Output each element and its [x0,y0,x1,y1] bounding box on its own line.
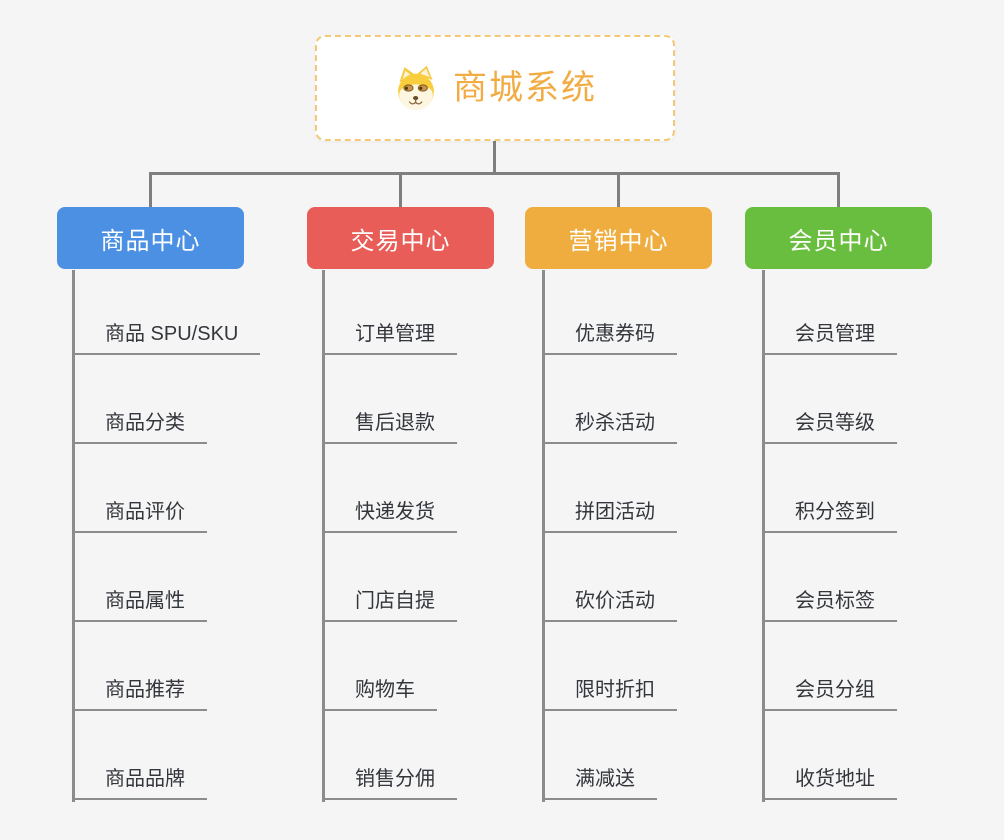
leaf-node[interactable]: 商品属性 [72,590,207,622]
branch-header[interactable]: 会员中心 [745,207,932,269]
leaf-node[interactable]: 订单管理 [322,323,457,355]
branch-rail-line [762,270,765,802]
leaf-node[interactable]: 收货地址 [762,768,897,800]
leaf-node[interactable]: 积分签到 [762,501,897,533]
leaf-node[interactable]: 商品 SPU/SKU [72,323,261,355]
leaf-node[interactable]: 会员等级 [762,412,897,444]
leaf-node[interactable]: 砍价活动 [542,590,677,622]
leaf-node[interactable]: 拼团活动 [542,501,677,533]
leaf-node[interactable]: 快递发货 [322,501,457,533]
connector-root-stem [493,140,496,173]
leaf-node[interactable]: 秒杀活动 [542,412,677,444]
leaf-node[interactable]: 商品分类 [72,412,207,444]
leaf-node[interactable]: 会员管理 [762,323,897,355]
connector-top-rail [149,172,840,175]
leaf-node[interactable]: 商品推荐 [72,679,207,711]
root-topic[interactable]: 商城系统 [315,35,675,141]
connector-branch-stem [399,172,402,207]
leaf-node[interactable]: 会员分组 [762,679,897,711]
leaf-node[interactable]: 商品品牌 [72,768,207,800]
branch-rail-line [72,270,75,802]
branch-header[interactable]: 交易中心 [307,207,494,269]
leaf-node[interactable]: 购物车 [322,679,437,711]
leaf-node[interactable]: 商品评价 [72,501,207,533]
leaf-node[interactable]: 优惠券码 [542,323,677,355]
connector-branch-stem [617,172,620,207]
root-topic-title: 商城系统 [453,69,597,107]
leaf-node[interactable]: 门店自提 [322,590,457,622]
branch-rail-line [542,270,545,802]
dog-face-icon [398,65,434,111]
leaf-node[interactable]: 会员标签 [762,590,897,622]
leaf-node[interactable]: 满减送 [542,768,657,800]
connector-branch-stem [149,172,152,207]
branch-header[interactable]: 营销中心 [525,207,712,269]
leaf-node[interactable]: 销售分佣 [322,768,457,800]
connector-branch-stem [837,172,840,207]
leaf-node[interactable]: 售后退款 [322,412,457,444]
branch-header[interactable]: 商品中心 [57,207,244,269]
branch-rail-line [322,270,325,802]
leaf-node[interactable]: 限时折扣 [542,679,677,711]
